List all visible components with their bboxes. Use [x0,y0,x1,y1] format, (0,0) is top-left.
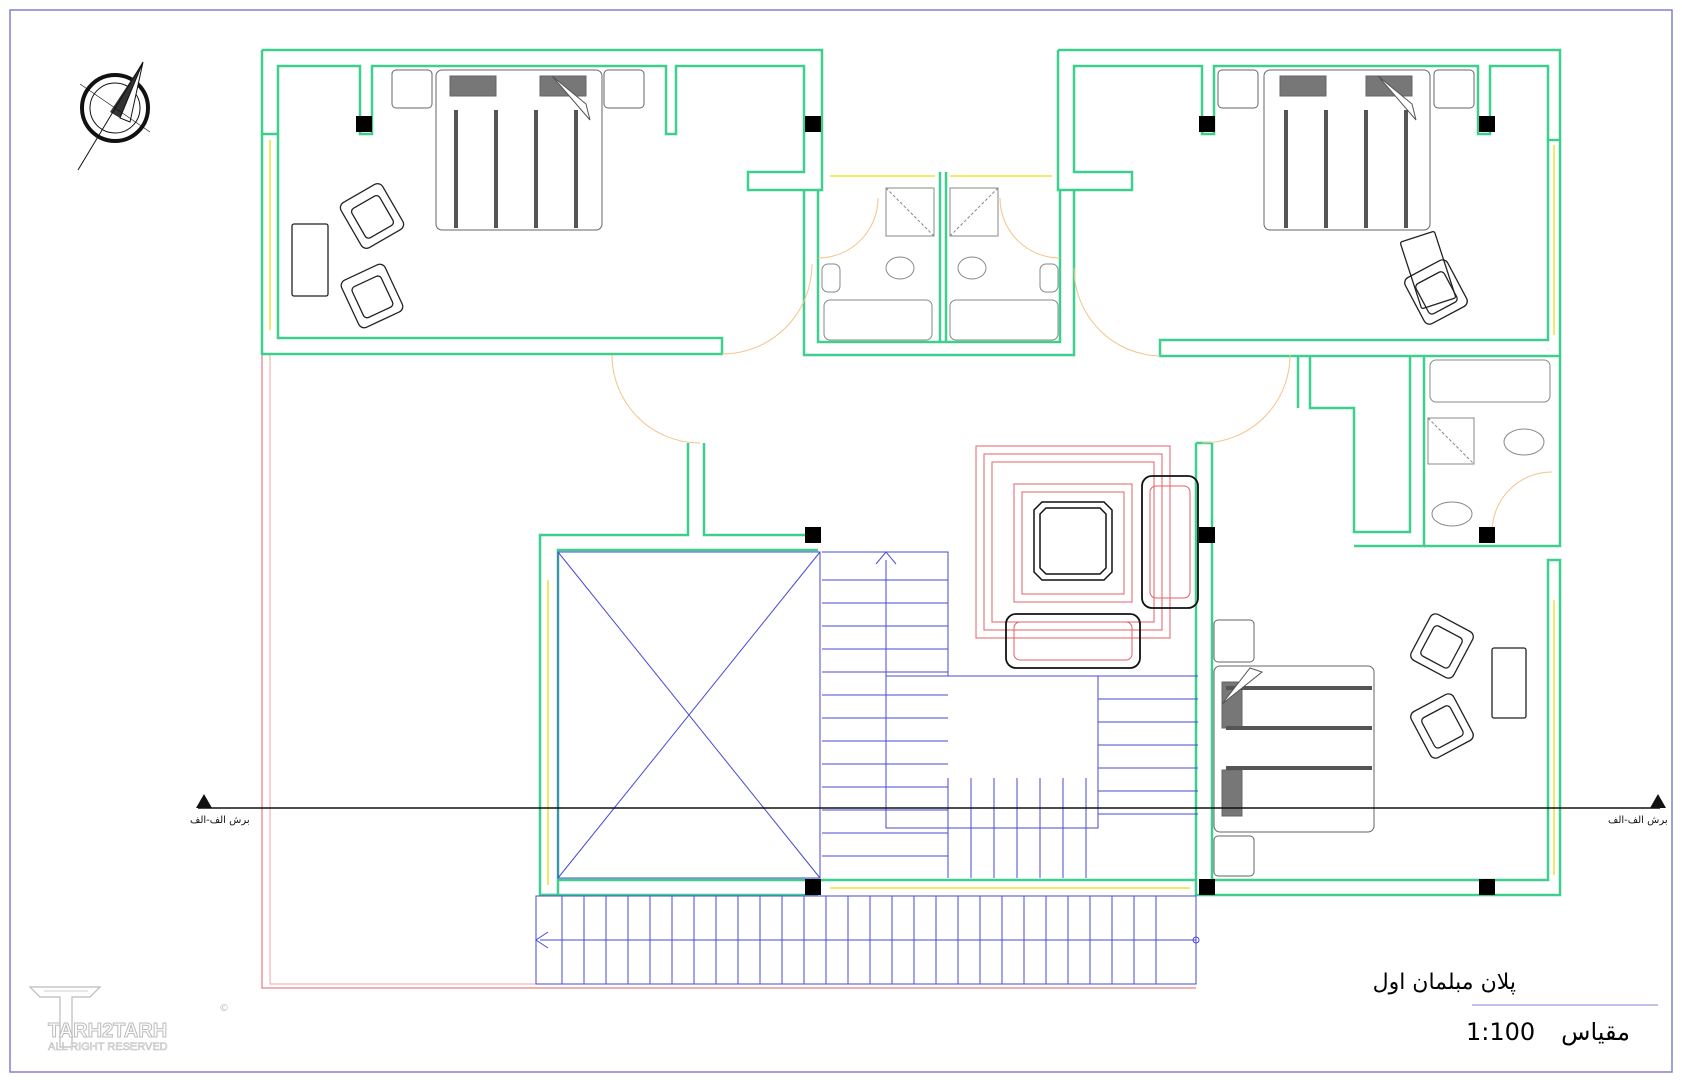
bed-top-left [391,69,645,231]
scale-row: 1:100 مقیاس [1466,1018,1630,1046]
bed-top-right [1217,69,1475,231]
section-line-a-a [196,794,1666,809]
structural-columns [356,116,1495,895]
windows [269,140,1555,889]
drawing-title: پلان مبلمان اول [1372,970,1516,995]
bath-fixtures-right [1427,359,1551,527]
living-rug [975,445,1171,639]
coffee-table [1033,501,1113,581]
logo-copyright: © [219,1003,229,1014]
logo-icon [28,986,102,1048]
armchairs-top-left [291,183,405,329]
armchairs-lower-right [1410,613,1527,759]
void-opening [557,551,821,879]
logo-tagline: ALL RIGHT RESERVED [48,1041,168,1054]
logo-wordmark: TARH2TARH [47,1020,168,1043]
staircase [535,551,1200,985]
section-label-right: برش الف-الف [1608,815,1668,826]
section-label-left: برش الف-الف [190,815,250,826]
armchairs-top-right [1399,231,1468,325]
scale-value: 1:100 [1465,1018,1536,1046]
bed-lower-right [1213,619,1375,877]
sofas [1005,475,1199,669]
scale-label: مقیاس [1561,1018,1630,1046]
north-arrow-icon [77,61,151,171]
doors [611,197,1553,533]
sheet-frame [9,9,1673,1073]
bath-fixtures-center [821,187,1059,341]
title-underline [1472,1004,1658,1006]
